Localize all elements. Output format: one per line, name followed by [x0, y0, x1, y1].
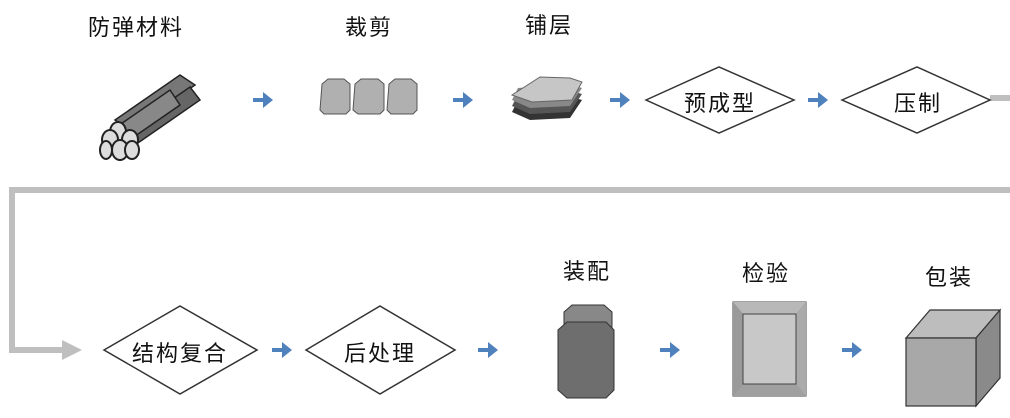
row-connector-arrowhead: [62, 340, 82, 360]
frame-icon: [732, 301, 807, 397]
arrow-1: [253, 92, 273, 108]
plate-icon: [557, 304, 615, 399]
composite-diamond: [102, 305, 259, 395]
step-label-inspect: 检验: [742, 262, 791, 287]
arrow-5: [272, 342, 292, 358]
tube-bundle-icon: [99, 74, 202, 161]
step-label-pack: 包装: [925, 266, 974, 291]
arrow-2: [453, 92, 473, 108]
arrow-7: [660, 342, 680, 358]
preform-diamond: [644, 66, 796, 134]
step-label-material: 防弹材料: [88, 16, 185, 41]
step-label-assembly: 装配: [563, 260, 612, 285]
arrow-8: [842, 342, 862, 358]
row-connector-line: [9, 95, 1010, 353]
cut-pieces-icon: [319, 78, 418, 115]
arrow-4: [808, 92, 828, 108]
step-label-composite: 结构复合: [131, 342, 228, 367]
layer-stack-icon: [510, 76, 583, 120]
step-label-press: 压制: [893, 92, 942, 117]
post-treatment-diamond: [304, 305, 457, 395]
arrow-3: [610, 92, 630, 108]
press-diamond: [840, 66, 992, 134]
step-label-preform: 预成型: [683, 92, 756, 117]
arrow-6: [478, 342, 498, 358]
box-icon: [904, 308, 1002, 408]
step-label-layup: 铺层: [525, 14, 574, 39]
step-label-cut: 裁剪: [345, 16, 394, 41]
step-label-post: 后处理: [343, 342, 416, 367]
